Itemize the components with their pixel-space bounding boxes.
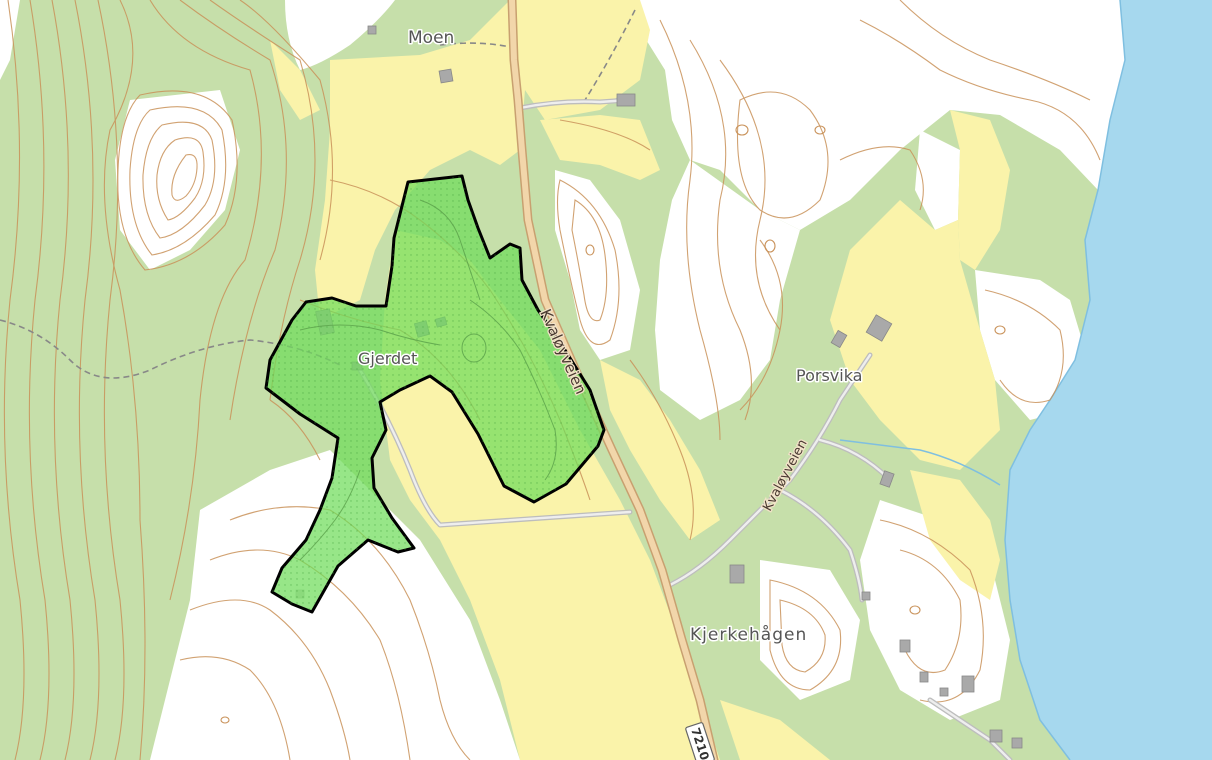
water-body (1005, 0, 1212, 760)
highlighted-area-contours (299, 199, 557, 561)
stream (839, 439, 1001, 486)
place-label-kjerkehagen: Kjerkehågen (690, 624, 807, 645)
place-label-gjerdet: Gjerdet (358, 349, 417, 368)
buildings (295, 25, 1023, 749)
open-land-areas (0, 0, 1125, 760)
road-shield: 7210 (685, 722, 715, 760)
place-label-porsvika: Porsvika (796, 366, 862, 385)
place-label-moen: Moen (408, 28, 454, 48)
highlighted-area-pattern (266, 176, 604, 612)
contour-rings (220, 124, 1006, 724)
